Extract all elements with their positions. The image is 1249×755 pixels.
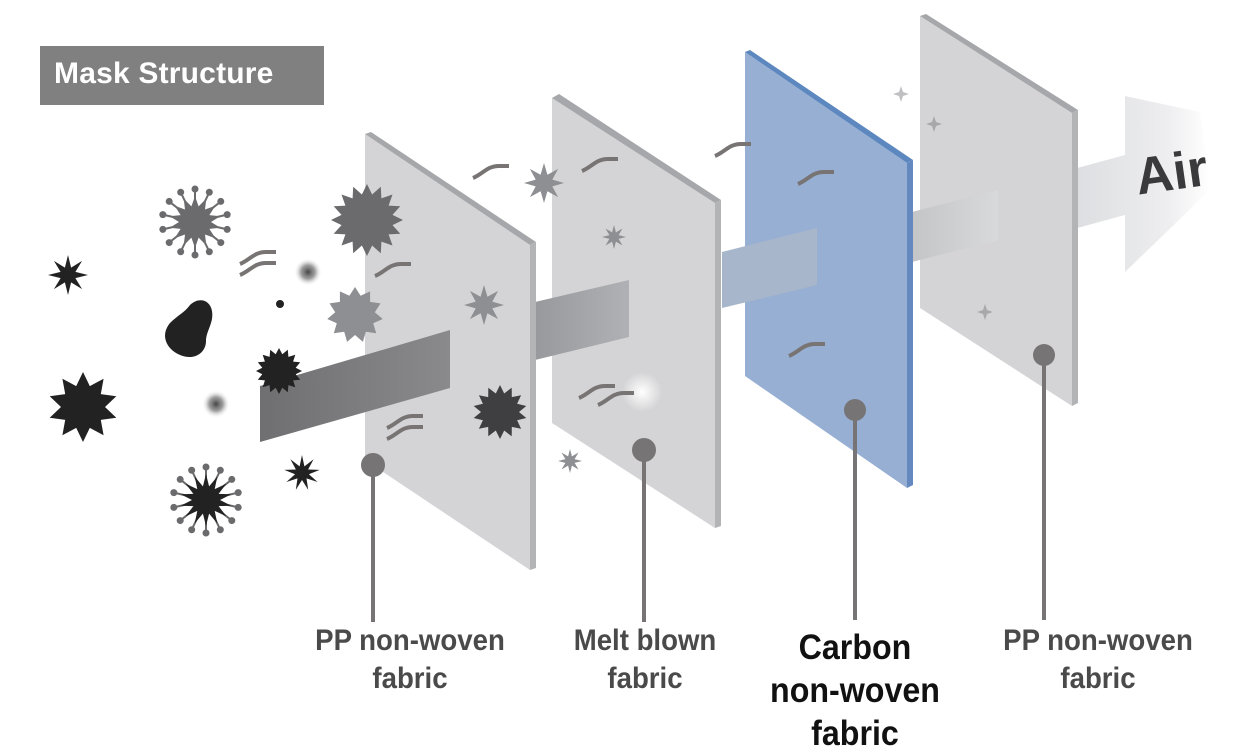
air-label: Air [1132, 139, 1212, 206]
sparkle-icon [977, 304, 993, 320]
dust-particle-icon [284, 455, 320, 490]
page-title: Mask Structure [54, 57, 274, 90]
label-line: fabric [607, 662, 683, 695]
pointer-pp-inner [1033, 344, 1055, 620]
label-line: PP non-woven [1003, 624, 1193, 657]
label-line: non-woven [770, 671, 940, 710]
label-line: PP non-woven [315, 624, 505, 657]
pointer-carbon [844, 399, 866, 620]
label-line: Carbon [798, 628, 912, 667]
pointer-melt-blown [632, 438, 656, 622]
dust-particle-icon [464, 285, 504, 325]
label-carbon-non-woven: Carbon non-woven fabric [758, 626, 951, 755]
smoke-particle-icon [294, 258, 322, 286]
label-line: fabric [372, 662, 448, 695]
air-flow-arrow [1070, 96, 1210, 272]
title-banner: Mask Structure [40, 46, 324, 105]
sparkle-icon [893, 86, 909, 102]
label-line: Melt blown [573, 624, 717, 657]
polluted-air-beam [260, 330, 450, 442]
label-pp-non-woven-inner: PP non-woven fabric [988, 622, 1209, 698]
sparkle-icon [926, 116, 942, 132]
particles [48, 163, 626, 537]
dust-particle-icon [524, 163, 564, 203]
filtered-air-beam [912, 190, 998, 262]
particle-squiggles [239, 142, 834, 441]
panel-melt-blown [535, 94, 721, 528]
dust-particle-icon [473, 385, 527, 439]
virus-particle-icon [159, 185, 231, 259]
virus-particle-icon [170, 463, 242, 537]
label-line: fabric [1060, 662, 1136, 695]
dust-particle-icon [48, 255, 88, 295]
dust-particle-icon [256, 348, 302, 394]
panel-carbon-non-woven [722, 50, 913, 488]
pollen-particle-icon [327, 287, 383, 342]
dust-particle-icon [331, 184, 403, 256]
bacteria-particle-icon [165, 300, 213, 358]
label-pp-non-woven-outer: PP non-woven fabric [300, 622, 521, 698]
label-melt-blown: Melt blown fabric [567, 622, 723, 698]
smoke-particle-icon [202, 390, 230, 418]
fine-particle-icon [276, 300, 284, 308]
dust-particle-icon [602, 225, 626, 249]
dust-particle-icon [558, 449, 582, 473]
pointers [361, 344, 1055, 622]
pointer-pp-outer [361, 453, 385, 622]
label-line: fabric [811, 714, 899, 753]
pollen-particle-icon [49, 372, 117, 442]
